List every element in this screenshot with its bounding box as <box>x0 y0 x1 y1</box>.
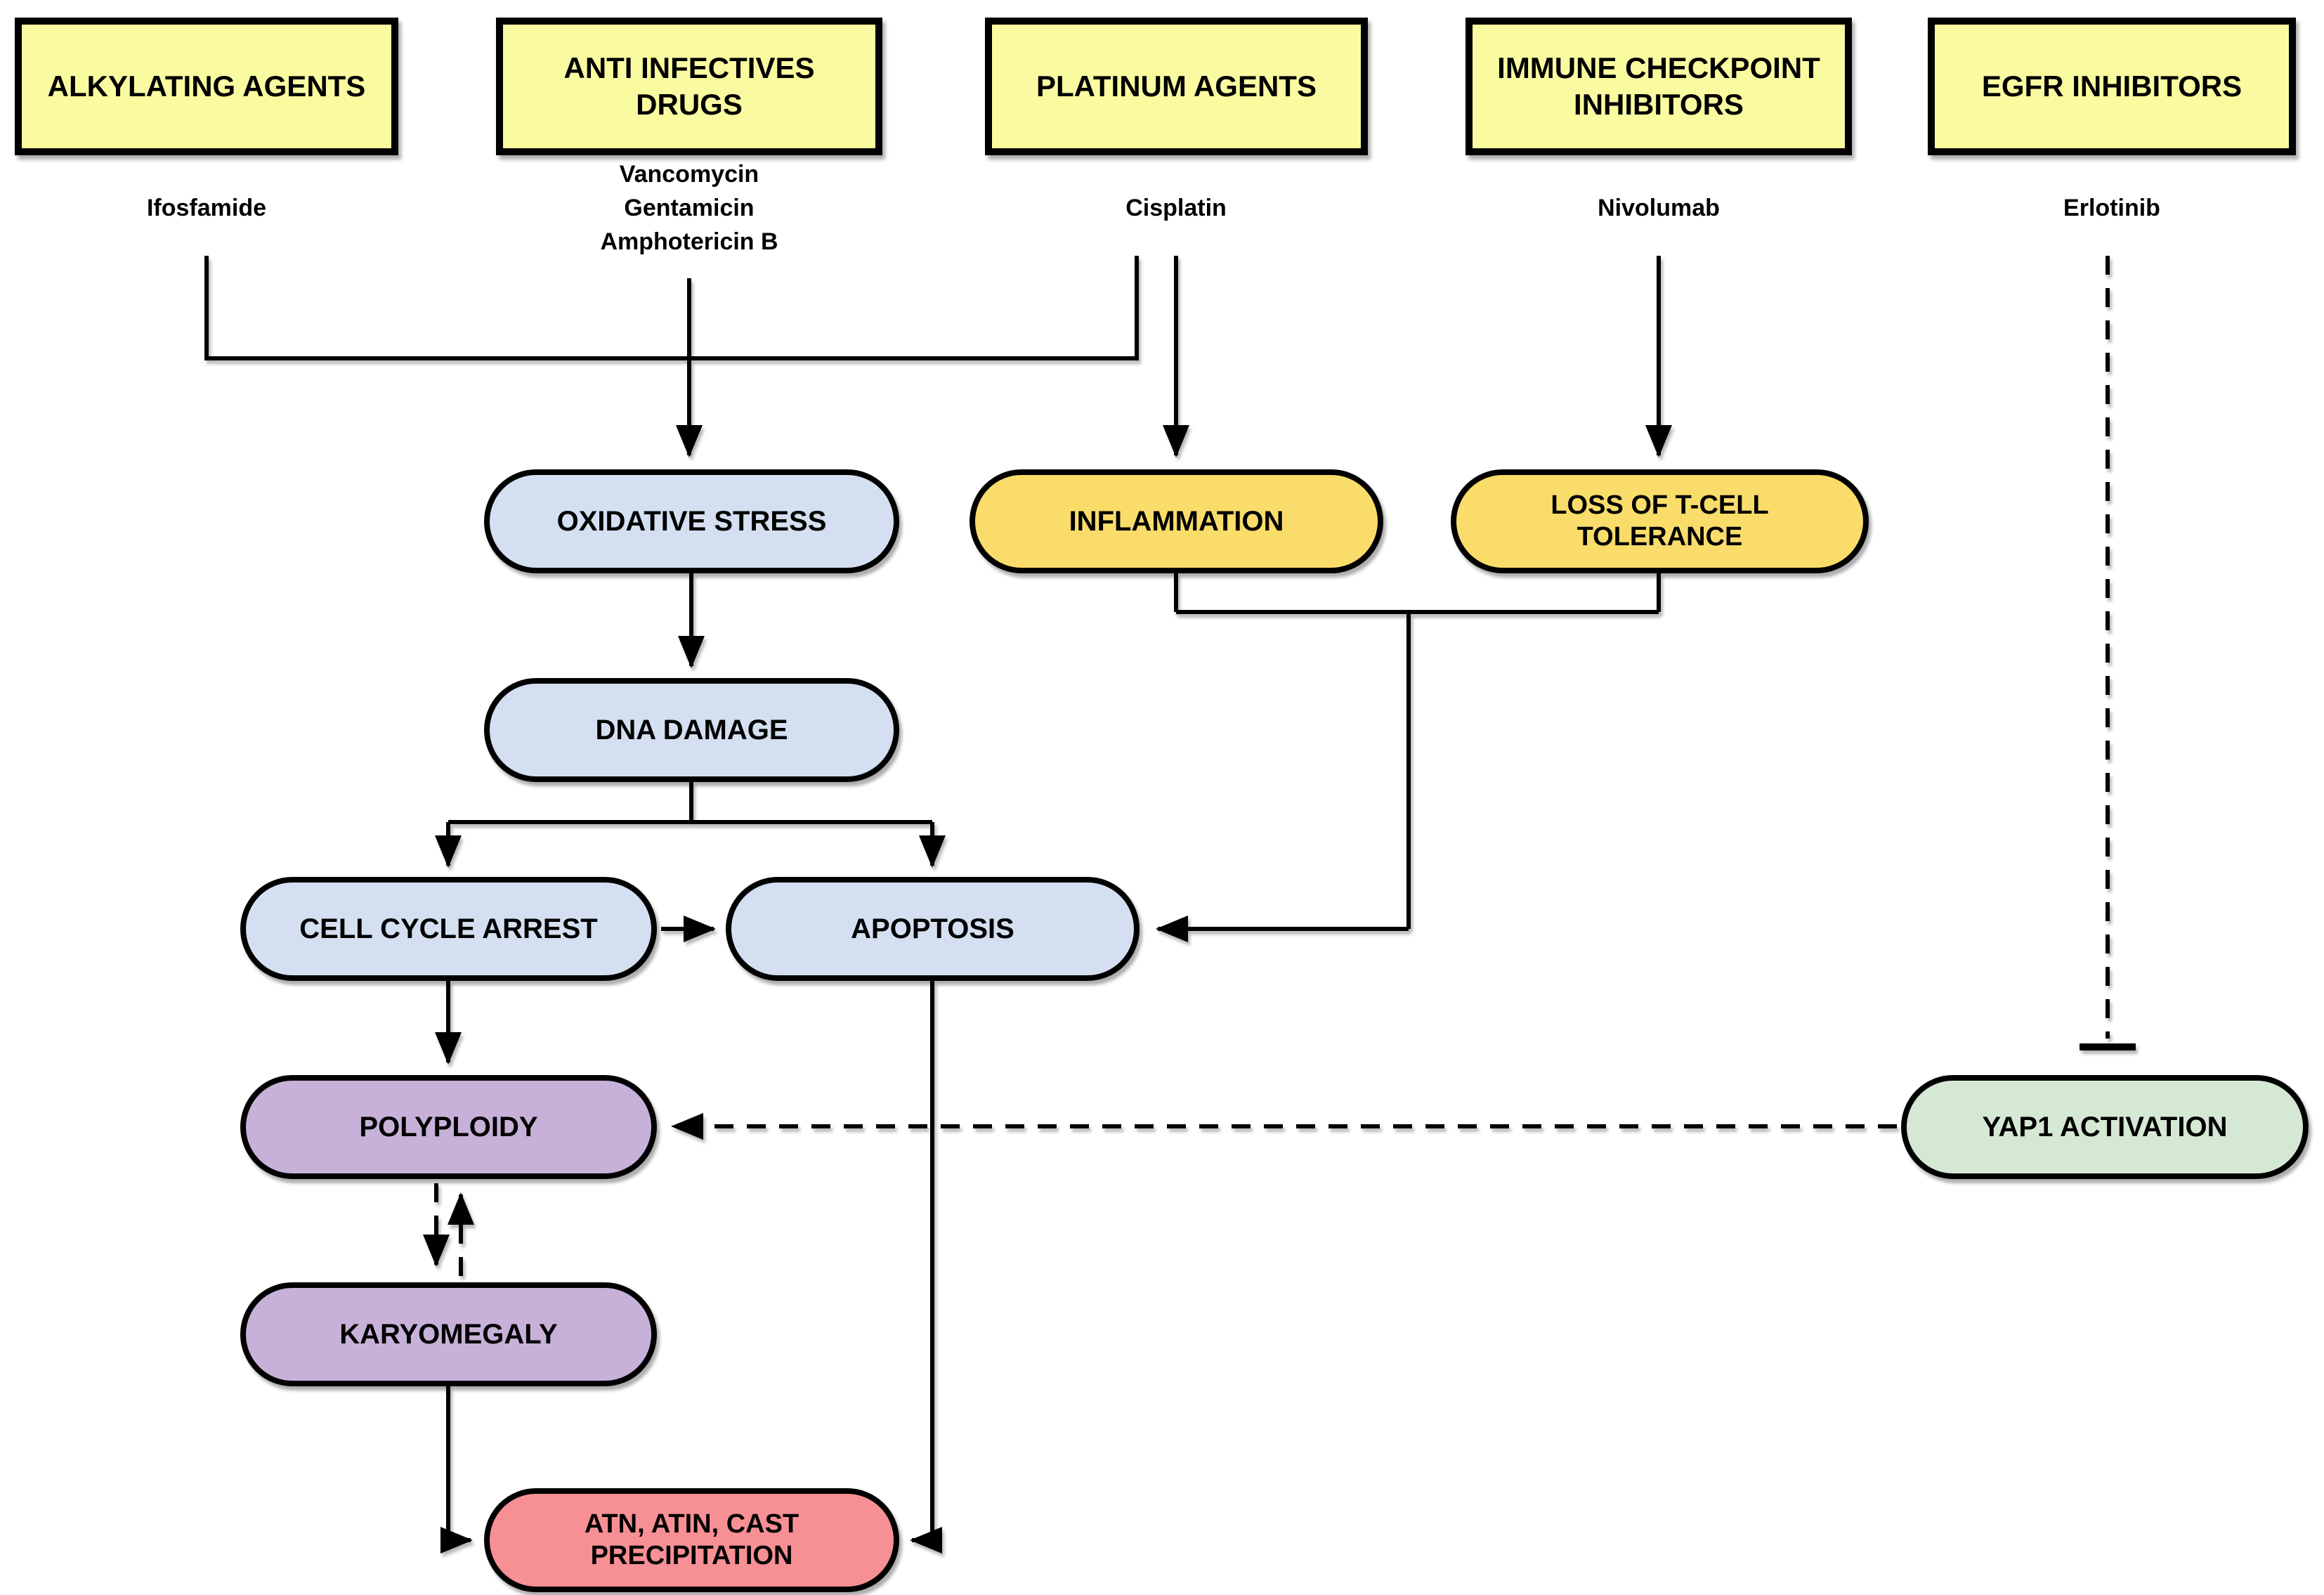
node-atn-atin-cast-precipitation: ATN, ATIN, CAST PRECIPITATION <box>484 1488 899 1592</box>
node-label: LOSS OF T-CELL TOLERANCE <box>1551 490 1769 552</box>
class-box-label: ALKYLATING AGENTS <box>47 70 366 103</box>
node-label: YAP1 ACTIVATION <box>1982 1111 2228 1142</box>
edge-dna-split-bus <box>448 782 932 824</box>
node-apoptosis: APOPTOSIS <box>726 877 1140 981</box>
node-label: APOPTOSIS <box>851 913 1014 944</box>
class-box-label: ANTI INFECTIVES DRUGS <box>563 51 815 121</box>
drug-label-nivolumab: Nivolumab <box>1598 195 1720 221</box>
node-label: INFLAMMATION <box>1069 505 1284 537</box>
class-box-label: PLATINUM AGENTS <box>1036 70 1317 103</box>
node-polyploidy: POLYPLOIDY <box>240 1075 657 1179</box>
class-box-anti-infectives: ANTI INFECTIVES DRUGS <box>496 18 882 155</box>
edge-immune-merge-bus <box>1174 573 1661 929</box>
node-oxidative-stress: OXIDATIVE STRESS <box>484 469 899 573</box>
class-box-platinum-agents: PLATINUM AGENTS <box>985 18 1368 155</box>
node-inflammation: INFLAMMATION <box>970 469 1383 573</box>
edge-karyomegaly-to-outcome <box>440 1386 473 1554</box>
edge-apoptosis-to-outcome <box>910 981 942 1554</box>
class-box-alkylating-agents: ALKYLATING AGENTS <box>15 18 398 155</box>
node-label: KARYOMEGALY <box>339 1318 558 1350</box>
node-label: CELL CYCLE ARREST <box>299 913 598 944</box>
class-box-label: EGFR INHIBITORS <box>1981 70 2243 103</box>
edge-topdrugs-bus <box>204 256 1139 360</box>
node-label: DNA DAMAGE <box>595 714 788 746</box>
drug-label-cisplatin: Cisplatin <box>1125 195 1227 221</box>
class-box-immune-checkpoint: IMMUNE CHECKPOINT INHIBITORS <box>1465 18 1852 155</box>
drug-label-erlotinib: Erlotinib <box>2063 195 2160 221</box>
node-label: OXIDATIVE STRESS <box>556 505 827 537</box>
node-yap1-activation: YAP1 ACTIVATION <box>1901 1075 2309 1179</box>
drug-label-ifosfamide: Ifosfamide <box>146 195 267 221</box>
drug-label-anti-infectives: Vancomycin Gentamicin Amphotericin B <box>600 161 778 255</box>
node-label: ATN, ATIN, CAST PRECIPITATION <box>584 1509 799 1570</box>
node-dna-damage: DNA DAMAGE <box>484 678 899 782</box>
node-cell-cycle-arrest: CELL CYCLE ARREST <box>240 877 657 981</box>
node-loss-of-tcell-tolerance: LOSS OF T-CELL TOLERANCE <box>1451 469 1869 573</box>
node-karyomegaly: KARYOMEGALY <box>240 1282 657 1386</box>
class-box-egfr-inhibitors: EGFR INHIBITORS <box>1928 18 2296 155</box>
node-label: POLYPLOIDY <box>359 1111 538 1142</box>
class-box-label: IMMUNE CHECKPOINT INHIBITORS <box>1497 51 1820 121</box>
